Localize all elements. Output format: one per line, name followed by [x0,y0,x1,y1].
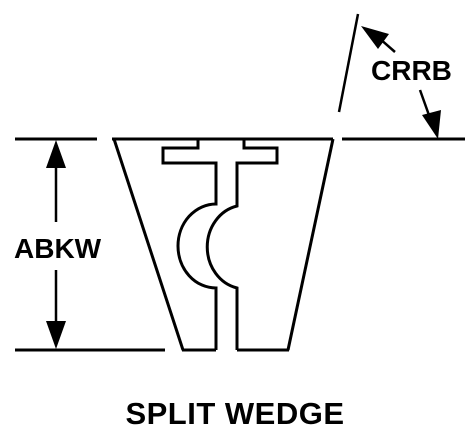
angle-arrow-lower-icon [422,110,441,139]
height-dimension-label: ABKW [14,233,102,264]
wedge-left-edge [112,138,185,351]
angle-dimension-label: CRRB [371,55,452,86]
diagram-caption: SPLIT WEDGE [125,396,344,431]
split-slot-right-half [205,140,279,350]
height-arrow-top-icon [46,140,66,168]
angle-arrow-upper-icon [361,26,389,49]
angle-extension-line [337,13,360,113]
height-arrow-bottom-icon [46,321,66,349]
split-slot-left-half [161,140,218,350]
wedge-right-edge [286,138,335,351]
